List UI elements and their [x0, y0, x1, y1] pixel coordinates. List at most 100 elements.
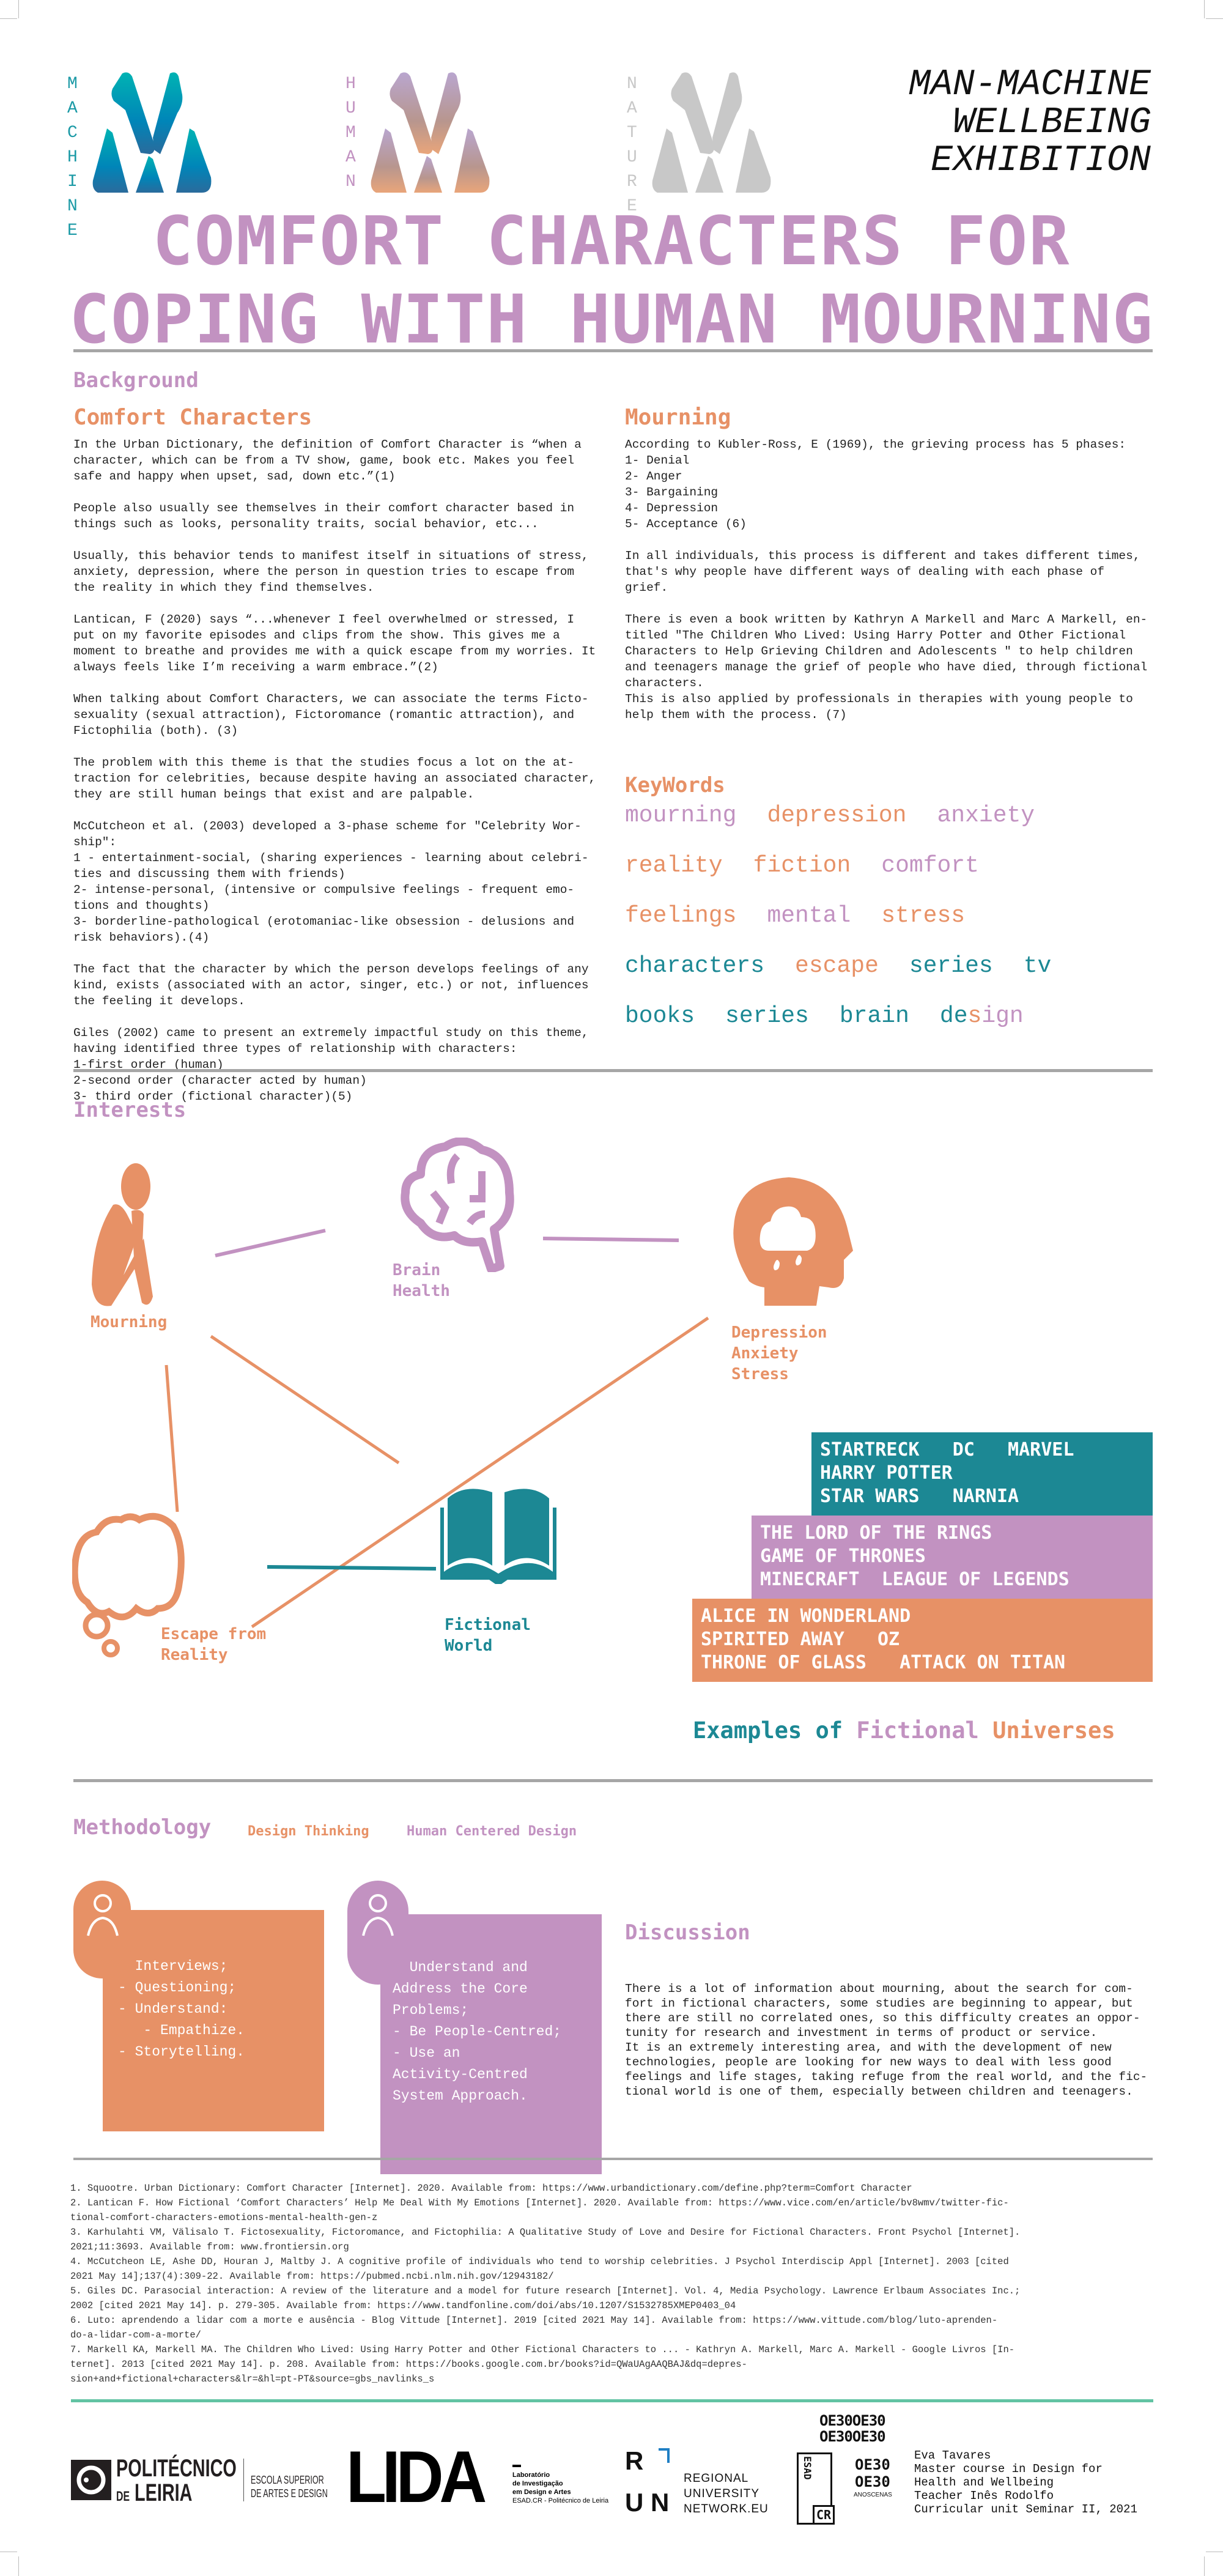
paragraph: In the Urban Dictionary, the definition …: [73, 438, 582, 483]
keyword: brain: [839, 1003, 909, 1029]
keyword: books: [625, 1003, 695, 1029]
head-raincloud-icon: [733, 1177, 853, 1306]
reference-item: 7. Markell KA, Markell MA. The Children …: [70, 2344, 1015, 2385]
logo-letter: U: [345, 99, 356, 118]
reference-item: 2. Lantican F. How Fictional ‘Comfort Ch…: [70, 2197, 1009, 2223]
logo-letter: M: [67, 75, 78, 94]
keyword: feelings: [625, 903, 737, 929]
crop-mark: [1206, 18, 1223, 19]
section-divider: [73, 1069, 1153, 1072]
crop-mark: [0, 18, 17, 19]
logo-letter: I: [67, 172, 78, 191]
paragraph: McCutcheon et al. (2003) developed a 3-p…: [73, 820, 589, 944]
keyword: depression: [767, 802, 907, 829]
main-title-line-2: COPING WITH HUMAN MOURNING: [69, 280, 1154, 358]
logo-letter: H: [67, 148, 78, 167]
exhibition-title-line: MAN-MACHINE: [908, 64, 1151, 106]
esad-cr-text: CR: [813, 2505, 835, 2525]
esad-row: OE30OE30: [819, 2428, 886, 2445]
run-corner-mark: [667, 2448, 670, 2463]
connector-mourning-escape: [164, 1364, 179, 1512]
discussion-text: There is a lot of information about mour…: [625, 1982, 1148, 2098]
interests-heading: Interests: [73, 1098, 187, 1122]
logo-letter: N: [627, 75, 637, 94]
node-label-depression: Depression Anxiety Stress: [731, 1323, 827, 1383]
section-divider: [73, 349, 1153, 352]
author-credits: Eva Tavares Master course in Design for …: [914, 2449, 1137, 2516]
logo-letter: T: [627, 124, 637, 142]
logo-letter: N: [67, 197, 78, 216]
caption-word: of: [815, 1717, 843, 1744]
thought-cloud-icon: [72, 1512, 185, 1657]
methodology-heading: Methodology: [73, 1815, 212, 1840]
caption-word: Fictional: [856, 1717, 979, 1744]
run-text-line: UNIVERSITY: [684, 2487, 760, 2500]
lida-logo: LIDA: [346, 2436, 487, 2518]
connector-brain-depression: [542, 1237, 679, 1242]
crop-mark: [1204, 2556, 1205, 2576]
lida-dash: [512, 2465, 521, 2467]
politecnico-de: DE: [116, 2489, 130, 2504]
logo-letter: A: [345, 148, 356, 167]
paragraph: According to Kubler-Ross, E (1969), the …: [625, 438, 1126, 531]
esad-row: OE30: [855, 2456, 890, 2473]
run-text-line: NETWORK.EU: [684, 2503, 769, 2515]
esad-row: OE30: [855, 2473, 890, 2490]
sitting-person-icon: [92, 1163, 153, 1306]
paragraph: Giles (2002) came to present an extremel…: [73, 1026, 589, 1103]
lida-subtitle: Laboratório de Investigação em Design e …: [512, 2471, 608, 2505]
methodology-tag-human-centered: Human Centered Design: [407, 1824, 577, 1839]
main-title-line-1: COMFORT CHARACTERS FOR: [152, 202, 1071, 280]
lida-sub-line: ESAD.CR - Politécnico de Leiria: [512, 2497, 609, 2504]
methodology-tag-design-thinking: Design Thinking: [248, 1824, 369, 1839]
reference-item: 3. Karhulahti VM, Välisalo T. Fictosexua…: [70, 2227, 1021, 2252]
logo-letter: E: [627, 197, 637, 216]
exhibition-title: MAN-MACHINE WELLBEING EXHIBITION: [909, 66, 1151, 180]
logo-letter: H: [345, 75, 356, 94]
methodology-card-human-centered: - Understand and Address the Core Proble…: [380, 1914, 602, 2174]
politecnico-logo-text: POLITÉCNICO DE LEIRIA: [116, 2456, 237, 2509]
lida-sub-line: em Design e Artes: [512, 2489, 571, 2496]
logo-letter: U: [627, 148, 637, 167]
machine-m-logo-icon: [92, 72, 212, 193]
logo-letter: N: [345, 172, 356, 191]
run-n: N: [651, 2488, 670, 2517]
keyword: design: [940, 1003, 1024, 1029]
discussion-heading: Discussion: [625, 1920, 750, 1945]
caption-word: Universes: [992, 1717, 1115, 1744]
connector-mourning-brain: [215, 1229, 326, 1257]
keyword: mourning: [625, 802, 737, 829]
logo-letter: R: [627, 172, 637, 191]
mourning-heading: Mourning: [625, 405, 731, 430]
reference-item: 1. Squootre. Urban Dictionary: Comfort C…: [70, 2183, 912, 2194]
keyword: tv: [1023, 953, 1052, 979]
school-line: DE ARTES E DESIGN: [251, 2487, 328, 2500]
run-u: U: [625, 2488, 644, 2517]
caption-word: Examples: [693, 1717, 802, 1744]
keyword: reality: [625, 853, 723, 879]
paragraph: Usually, this behavior tends to manifest…: [73, 549, 589, 594]
lida-sub-line: de Investigação: [512, 2480, 563, 2487]
keyword-part: ign: [981, 1003, 1024, 1029]
keywords-heading: KeyWords: [625, 773, 725, 798]
paragraph: The fact that the character by which the…: [73, 963, 589, 1008]
open-book-icon: [440, 1489, 556, 1584]
school-line: ESCOLA SUPERIOR: [251, 2474, 324, 2486]
politecnico-logo-mark: [71, 2460, 111, 2500]
esad-row: OE30OE30: [819, 2412, 886, 2429]
keyword: series: [909, 953, 993, 979]
reference-item: 4. McCutcheon LE, Ashe DD, Houran J, Mal…: [70, 2256, 1009, 2282]
keyword: escape: [795, 953, 879, 979]
universe-box-purple: THE LORD OF THE RINGS GAME OF THRONES MI…: [752, 1516, 1153, 1599]
person-icon: [362, 1894, 394, 1936]
node-label-mourning: Mourning: [91, 1313, 168, 1331]
interests-connections: [164, 1229, 709, 1629]
section-divider: [73, 1779, 1153, 1782]
reference-item: 6. Luto: aprendendo a lidar com a morte …: [70, 2315, 998, 2341]
